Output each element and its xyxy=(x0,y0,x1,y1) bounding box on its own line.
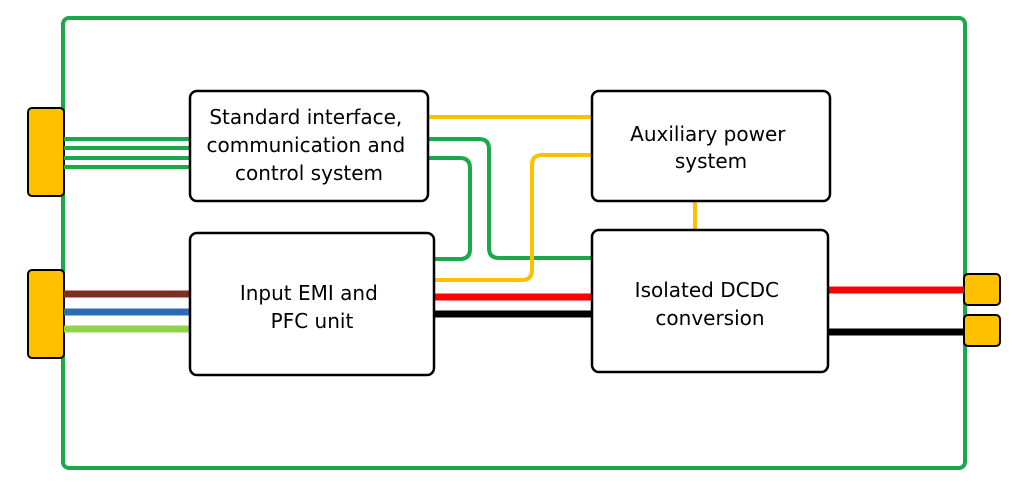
aux-line-to-emi xyxy=(434,153,592,282)
control-line-to-dcdc xyxy=(428,137,592,260)
aux-power-block: Auxiliary power system xyxy=(590,89,832,203)
interface-label-line-2: communication and xyxy=(206,133,405,157)
dc-output-connector-negative xyxy=(963,314,1001,347)
dcdc-block: Isolated DCDC conversion xyxy=(590,228,830,374)
aux-label-line-1: Auxiliary power xyxy=(630,122,786,146)
dcdc-label-line-2: conversion xyxy=(655,306,764,330)
emi-label-line-1: Input EMI and xyxy=(240,281,378,305)
control-line-to-emi xyxy=(428,156,472,261)
interface-label-line-1: Standard interface, xyxy=(209,105,402,129)
svg-text:Auxiliary power system: Auxiliary power system xyxy=(630,122,792,173)
svg-text:Input EMI and PFC unit: Input EMI and PFC unit xyxy=(240,281,384,333)
svg-text:Isolated DCDC conversion: Isolated DCDC conversion xyxy=(635,278,786,330)
interface-label-line-3: control system xyxy=(235,161,383,185)
comm-connector xyxy=(27,107,65,197)
interface-block: Standard interface, communication and co… xyxy=(188,89,430,203)
enclosure-frame xyxy=(61,16,967,470)
ac-input-connector xyxy=(27,269,65,359)
emi-pfc-block: Input EMI and PFC unit xyxy=(188,231,436,377)
aux-label-line-2: system xyxy=(675,149,747,173)
svg-text:Standard interface, comm: Standard interface, communication and co… xyxy=(206,105,411,185)
comm-bus-lines xyxy=(64,137,190,169)
emi-label-line-2: PFC unit xyxy=(271,309,354,333)
dcdc-label-line-1: Isolated DCDC xyxy=(635,278,779,302)
dc-output-connector-positive xyxy=(963,273,1001,306)
